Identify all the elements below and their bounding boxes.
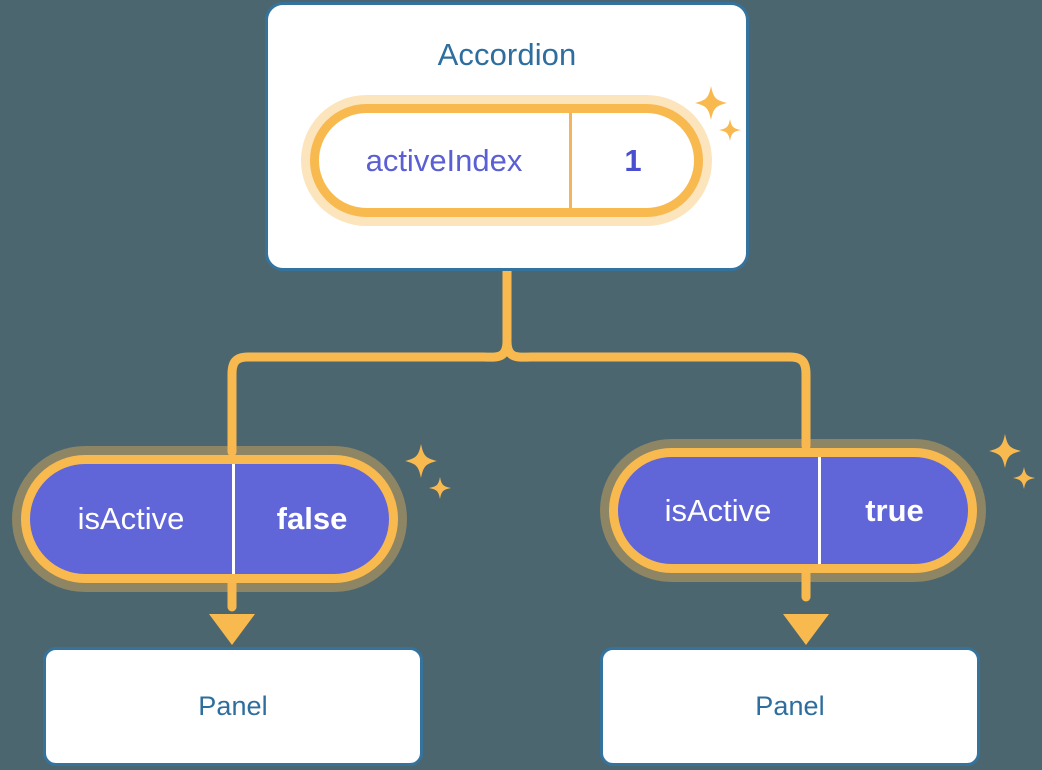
prop-pill-is-active-right[interactable]: isActive true [609, 448, 977, 573]
prop-pill-value-left: false [276, 501, 348, 536]
panel-title-left: Panel [198, 691, 268, 721]
panel-card-left[interactable]: Panel [43, 647, 423, 766]
prop-pill-is-active-left[interactable]: isActive false [21, 455, 398, 583]
connector-branch-left [227, 336, 512, 457]
arrow-down-icon-left [209, 614, 255, 645]
prop-pill-key-left: isActive [30, 464, 235, 574]
prop-pill-value-right: true [865, 492, 924, 528]
connector-branch-right [502, 336, 811, 451]
panel-title-right: Panel [755, 691, 825, 721]
accordion-title: Accordion [437, 37, 577, 72]
state-pill-active-index[interactable]: activeIndex 1 [310, 104, 703, 217]
prop-pill-key-right: isActive [618, 457, 821, 564]
state-pill-key: activeIndex [319, 113, 572, 208]
arrow-down-icon-right [783, 614, 829, 645]
state-pill-value: 1 [624, 142, 642, 178]
panel-card-right[interactable]: Panel [600, 647, 980, 766]
